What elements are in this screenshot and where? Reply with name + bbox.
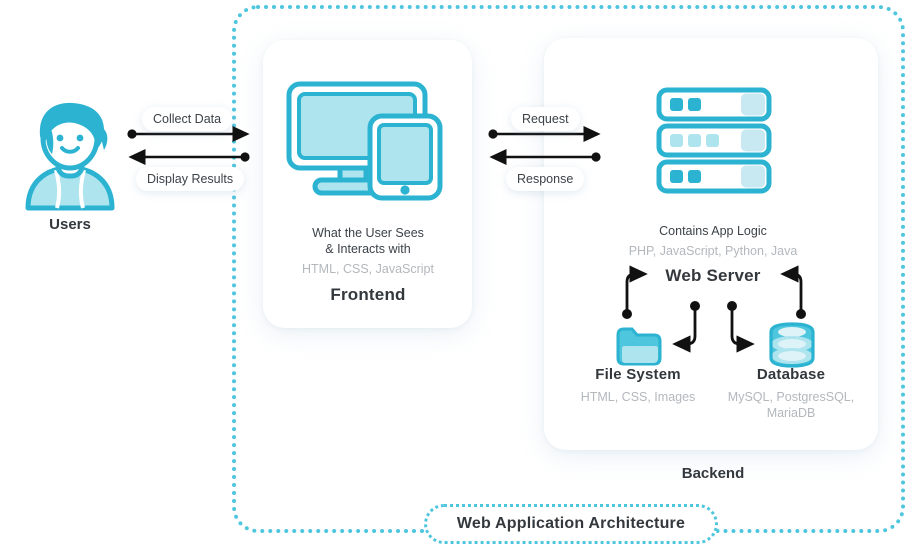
folder-icon xyxy=(615,325,663,367)
frontend-description-line-2: & Interacts with xyxy=(325,242,411,256)
server-storage-arrows xyxy=(622,265,806,353)
users-frontend-arrows xyxy=(127,125,250,166)
response-label: Response xyxy=(506,167,585,191)
request-label: Request xyxy=(511,107,580,131)
frontend-description-line-1: What the User Sees xyxy=(312,226,424,240)
web-server-title: Web Server xyxy=(665,266,761,285)
server-rack-icon xyxy=(655,87,773,197)
database-technologies: MySQL, PostgresSQL, MariaDB xyxy=(711,389,871,421)
frontend-description: What the User Sees & Interacts with HTML… xyxy=(273,225,463,277)
display-results-label: Display Results xyxy=(136,167,245,191)
user-avatar-icon xyxy=(20,100,120,211)
collect-data-label: Collect Data xyxy=(142,107,233,131)
database-technologies-line-1: MySQL, PostgresSQL, xyxy=(727,390,855,404)
database-cylinder-icon xyxy=(768,322,816,368)
file-system-title: File System xyxy=(595,366,681,383)
web-server-description: Contains App Logic PHP, JavaScript, Pyth… xyxy=(588,223,838,259)
database-technologies-line-2: MariaDB xyxy=(766,406,816,420)
backend-title: Backend xyxy=(681,465,745,482)
architecture-title-pill: Web Application Architecture xyxy=(424,504,718,544)
web-server-technologies: PHP, JavaScript, Python, Java xyxy=(628,244,798,258)
frontend-technologies: HTML, CSS, JavaScript xyxy=(302,262,434,276)
desktop-and-tablet-icon xyxy=(285,80,450,201)
frontend-title: Frontend xyxy=(330,285,406,304)
frontend-backend-arrows xyxy=(488,125,601,166)
web-server-description-text: Contains App Logic xyxy=(659,224,767,238)
database-title: Database xyxy=(756,366,826,383)
file-system-technologies: HTML, CSS, Images xyxy=(580,390,696,404)
users-label: Users xyxy=(49,216,91,233)
